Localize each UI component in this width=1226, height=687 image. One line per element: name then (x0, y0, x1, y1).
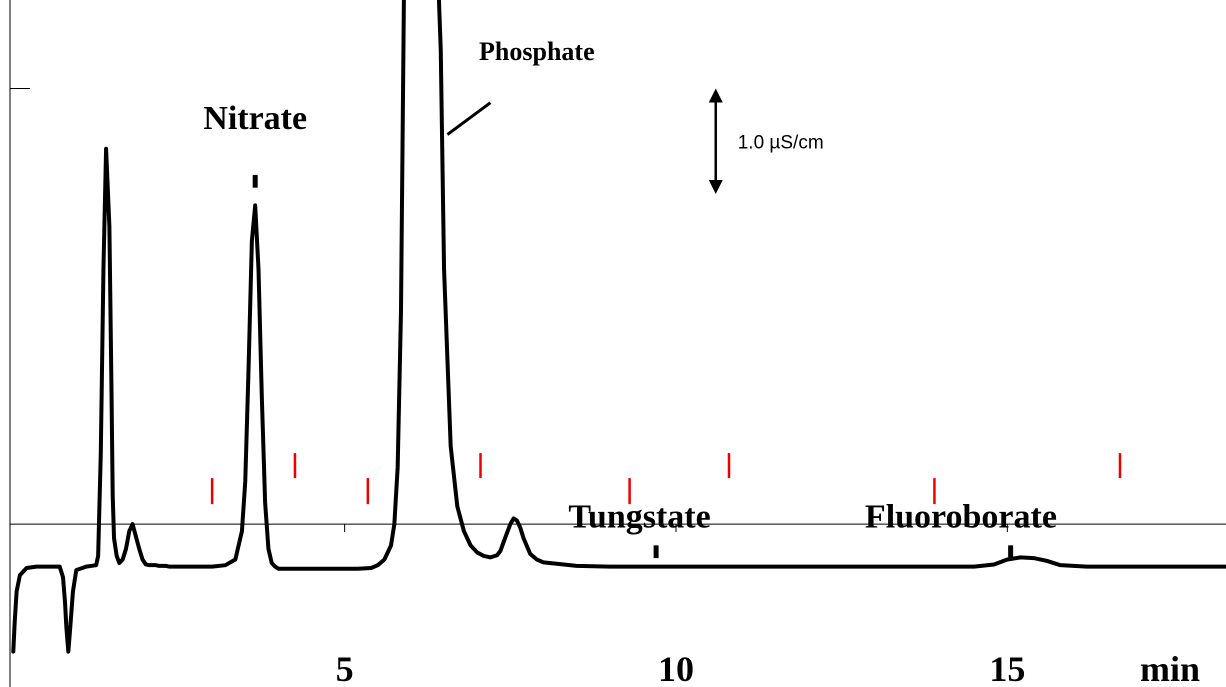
scale-bar-label: 1.0 µS/cm (738, 132, 824, 153)
chromatogram-trace (11, 0, 1226, 654)
peak-label: Fluoroborate (865, 499, 1057, 536)
integration-marks-layer (210, 453, 1122, 505)
phosphate-leader-line (446, 101, 492, 136)
axes-layer: 5 10 15 min (9, 0, 1226, 687)
peak-label: Phosphate (479, 37, 595, 66)
peak-label: Nitrate (203, 100, 307, 137)
x-tick-label: 15 (989, 649, 1025, 687)
x-axis-label: min (1140, 649, 1200, 687)
scale-bar-arrow-down-icon (708, 180, 723, 195)
x-tick-label: 10 (658, 649, 694, 687)
peak-label: Tungstate (568, 499, 710, 536)
trace-layer (11, 0, 1226, 654)
scale-bar-arrow-up-icon (708, 88, 723, 103)
x-tick-label: 5 (336, 649, 354, 687)
